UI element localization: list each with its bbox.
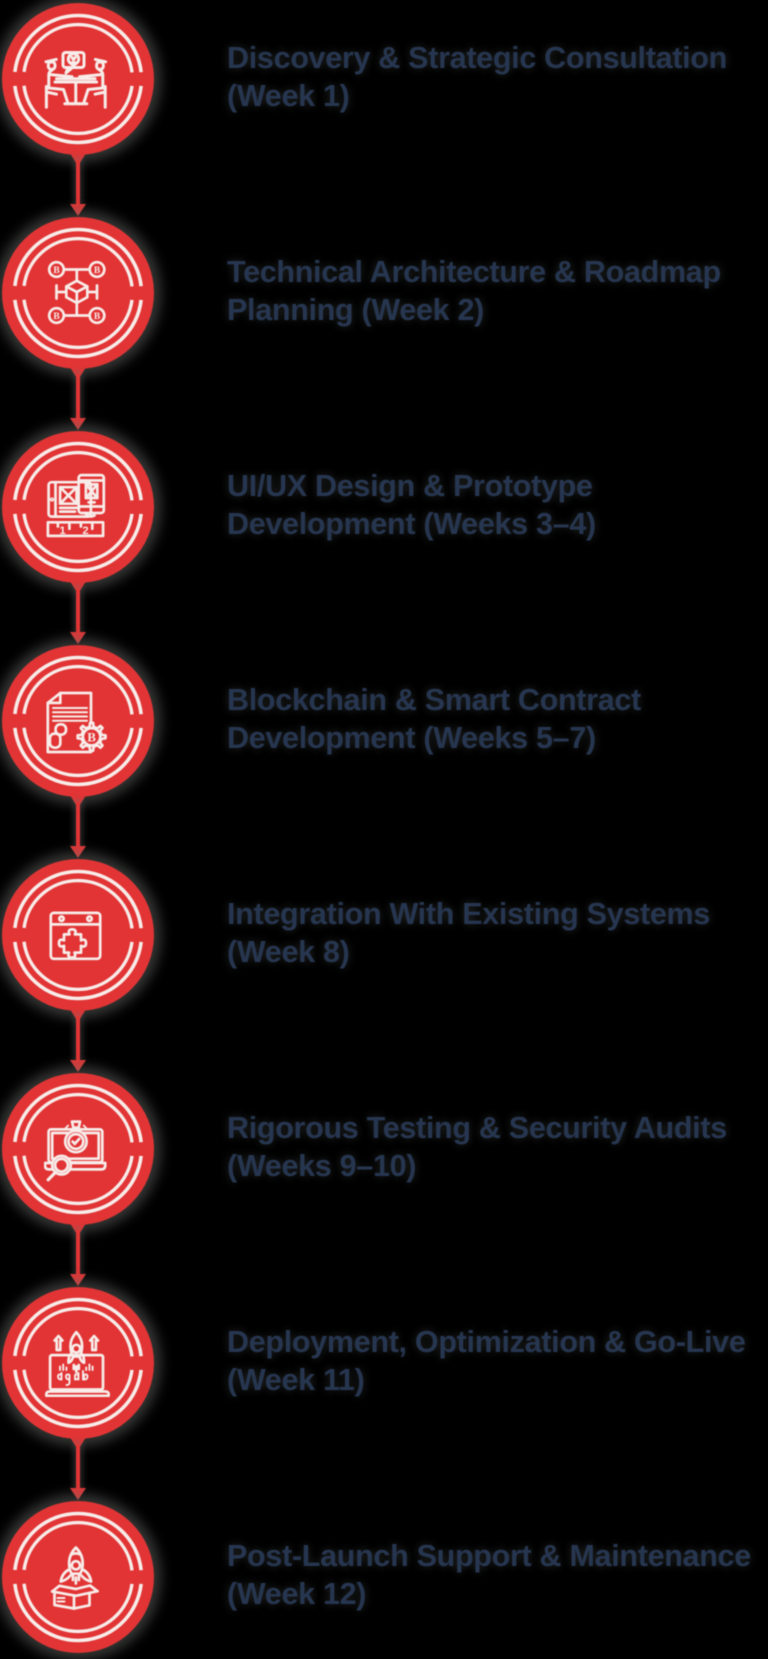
- svg-text:1: 1: [60, 525, 66, 537]
- svg-text:B: B: [87, 730, 96, 745]
- svg-text:B: B: [53, 266, 60, 276]
- svg-text:B: B: [53, 312, 60, 322]
- svg-text:B: B: [94, 266, 101, 276]
- svg-text:B: B: [94, 312, 101, 322]
- svg-text:2: 2: [83, 525, 89, 537]
